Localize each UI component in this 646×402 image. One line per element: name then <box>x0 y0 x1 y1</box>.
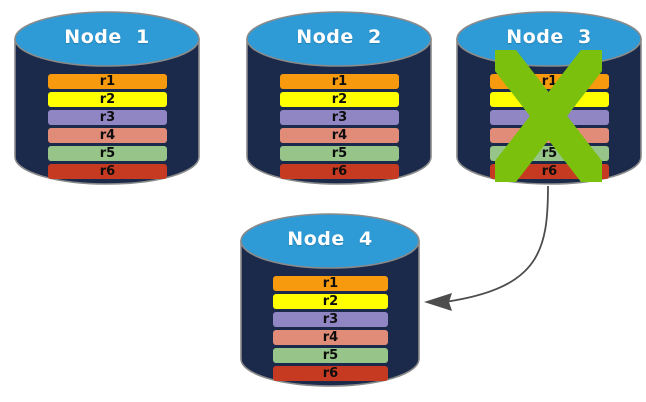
record-label: r5 <box>99 146 116 161</box>
record-label: r4 <box>99 128 116 143</box>
record-bar[interactable]: r1 <box>48 74 167 89</box>
record-bar[interactable]: r6 <box>48 164 167 179</box>
record-label: r3 <box>322 312 339 327</box>
record-label: r3 <box>331 110 348 125</box>
record-bar[interactable]: r5 <box>273 348 388 363</box>
record-bar[interactable]: r3 <box>280 110 399 125</box>
record-label: r3 <box>99 110 116 125</box>
record-label: r2 <box>331 92 348 107</box>
record-bar[interactable]: r6 <box>280 164 399 179</box>
record-label: r1 <box>322 276 339 291</box>
record-label: r4 <box>322 330 339 345</box>
record-bar[interactable]: r3 <box>273 312 388 327</box>
record-label: r6 <box>322 366 339 381</box>
cylinder-top <box>246 11 432 67</box>
record-bar[interactable]: r4 <box>273 330 388 345</box>
record-label: r6 <box>99 164 116 179</box>
record-label: r2 <box>322 294 339 309</box>
cylinder-top <box>240 213 420 269</box>
arrow-head <box>424 293 452 311</box>
record-bar[interactable]: r2 <box>48 92 167 107</box>
record-bar[interactable]: r2 <box>280 92 399 107</box>
record-label: r2 <box>99 92 116 107</box>
record-label: r6 <box>331 164 348 179</box>
record-bar[interactable]: r6 <box>273 366 388 381</box>
record-bar[interactable]: r5 <box>48 146 167 161</box>
cylinder-top <box>14 11 200 67</box>
record-label: r1 <box>99 74 116 89</box>
record-label: r4 <box>331 128 348 143</box>
record-bar[interactable]: r2 <box>273 294 388 309</box>
record-bar[interactable]: r5 <box>280 146 399 161</box>
record-label: r1 <box>331 74 348 89</box>
arrow-line <box>444 185 549 303</box>
record-bar[interactable]: r3 <box>48 110 167 125</box>
record-label: r5 <box>322 348 339 363</box>
record-bar[interactable]: r1 <box>280 74 399 89</box>
record-bar[interactable]: r1 <box>273 276 388 291</box>
record-label: r5 <box>331 146 348 161</box>
record-bar[interactable]: r4 <box>48 128 167 143</box>
record-bar[interactable]: r4 <box>280 128 399 143</box>
